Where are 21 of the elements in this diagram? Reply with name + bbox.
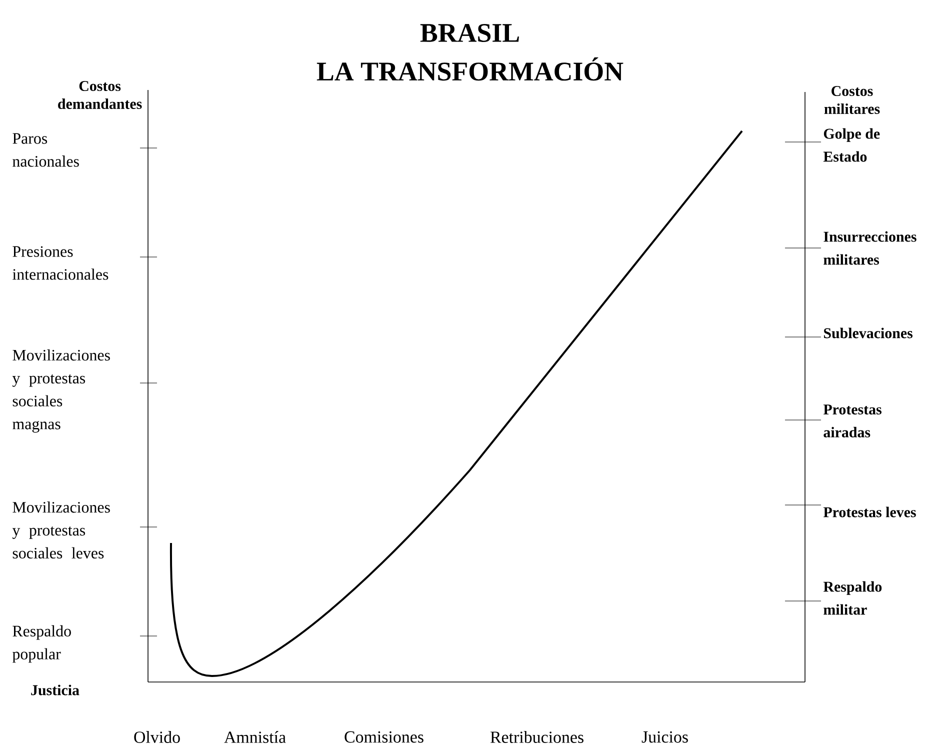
tick-label: Movilizaciones y protestas sociales magnas [12,349,110,433]
category-label: Juicios [642,731,688,743]
tick-label: Paros nacionales [12,133,79,167]
title: LA TRANSFORMACIÓN [316,57,624,81]
axis-title: Costos demandantes [58,81,142,109]
tick-label: Movilizaciones y protestas sociales leves [12,501,110,559]
category-label: Olvido [134,731,180,743]
category-label: Amnistía [224,731,286,743]
title: BRASIL [420,24,519,42]
tick-label: Respaldo militar [823,581,882,615]
axis-title: Costos militares [824,86,880,114]
tick-label: Sublevaciones [824,328,913,338]
tick-label: Presiones internacionales [12,246,108,280]
tick-label: Insurrecciones militares [824,231,916,265]
axis-title: Justicia [31,684,80,696]
category-label: Retribuciones [490,731,584,743]
tick-label: Protestas leves [823,506,916,518]
tick-label: Golpe de Estado [823,128,880,162]
category-label: Comisiones [344,731,424,743]
tick-label: Protestas airadas [823,404,882,438]
tick-label: Respaldo popular [12,625,71,663]
